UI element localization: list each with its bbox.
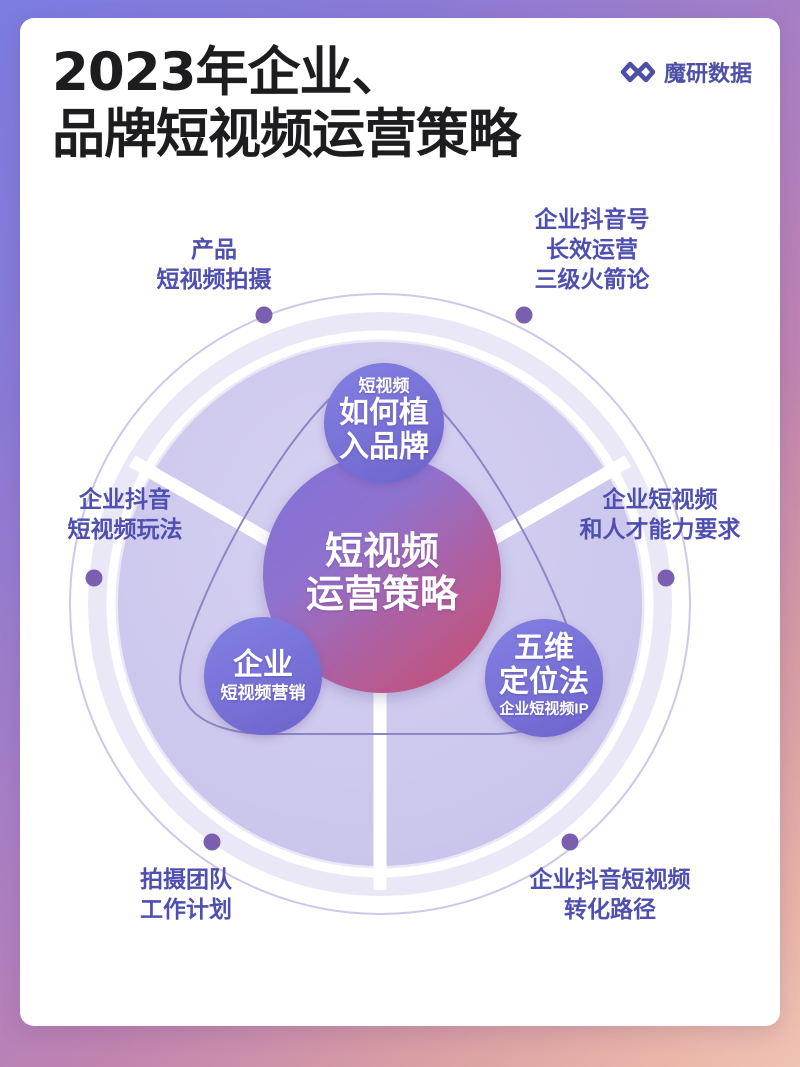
label-line: 长效运营 — [546, 236, 638, 262]
outer-label-crew-work-plan: 拍摄团队 工作计划 — [140, 864, 232, 924]
label-line: 短视频玩法 — [67, 516, 183, 542]
label-line: 工作计划 — [140, 896, 232, 922]
dot-bottom-left — [203, 833, 221, 851]
dot-left — [85, 569, 103, 587]
outer-label-douyin-rocket: 企业抖音号 长效运营 三级火箭论 — [535, 204, 650, 294]
content-card: 2023年企业、 品牌短视频运营策略 魔研数据 — [20, 18, 780, 1026]
outer-label-douyin-playbook: 企业抖音 短视频玩法 — [68, 484, 183, 544]
label-line: 企业抖音 — [79, 486, 171, 512]
diagram-svg — [69, 293, 691, 915]
outer-label-conversion-path: 企业抖音短视频 转化路径 — [530, 864, 691, 924]
dot-top-right — [515, 306, 533, 324]
label-line: 三级火箭论 — [534, 266, 650, 292]
label-line: 产品 — [191, 236, 237, 262]
core-circle[interactable] — [263, 455, 501, 693]
brand-logo: 魔研数据 — [620, 56, 752, 88]
label-line: 企业抖音号 — [534, 206, 650, 232]
satellite-circle-bottom-left[interactable] — [204, 617, 322, 735]
page-title: 2023年企业、 品牌短视频运营策略 — [52, 42, 612, 166]
inner-triangle-outline — [179, 369, 581, 735]
outer-guide-ring — [69, 293, 691, 915]
disc-ring-gap — [106, 330, 654, 878]
dot-top-left — [255, 306, 273, 324]
satellite-circle-top[interactable] — [324, 363, 444, 483]
outer-label-product-shooting: 产品 短视频拍摄 — [157, 234, 272, 294]
label-line: 和人才能力要求 — [579, 516, 741, 542]
outer-label-talent-requirements: 企业短视频 和人才能力要求 — [580, 484, 741, 544]
label-line: 企业抖音短视频 — [529, 866, 691, 892]
brand-name: 魔研数据 — [663, 62, 752, 87]
label-line: 短视频拍摄 — [156, 266, 272, 292]
double-chevron-logo-icon — [620, 61, 655, 83]
label-line: 拍摄团队 — [140, 866, 232, 892]
label-line: 企业短视频 — [602, 486, 718, 512]
connector-dots — [85, 306, 675, 851]
title-line-1: 2023年企业、 — [52, 42, 405, 103]
dot-bottom-right — [561, 833, 579, 851]
label-line: 转化路径 — [564, 896, 656, 922]
title-line-2: 品牌短视频运营策略 — [52, 104, 521, 165]
strategy-diagram: 产品 短视频拍摄 企业抖音号 长效运营 三级火箭论 企业抖音 短视频玩法 企业短… — [20, 18, 780, 1026]
satellite-circle-bottom-right[interactable] — [485, 619, 603, 737]
dot-right — [657, 569, 675, 587]
